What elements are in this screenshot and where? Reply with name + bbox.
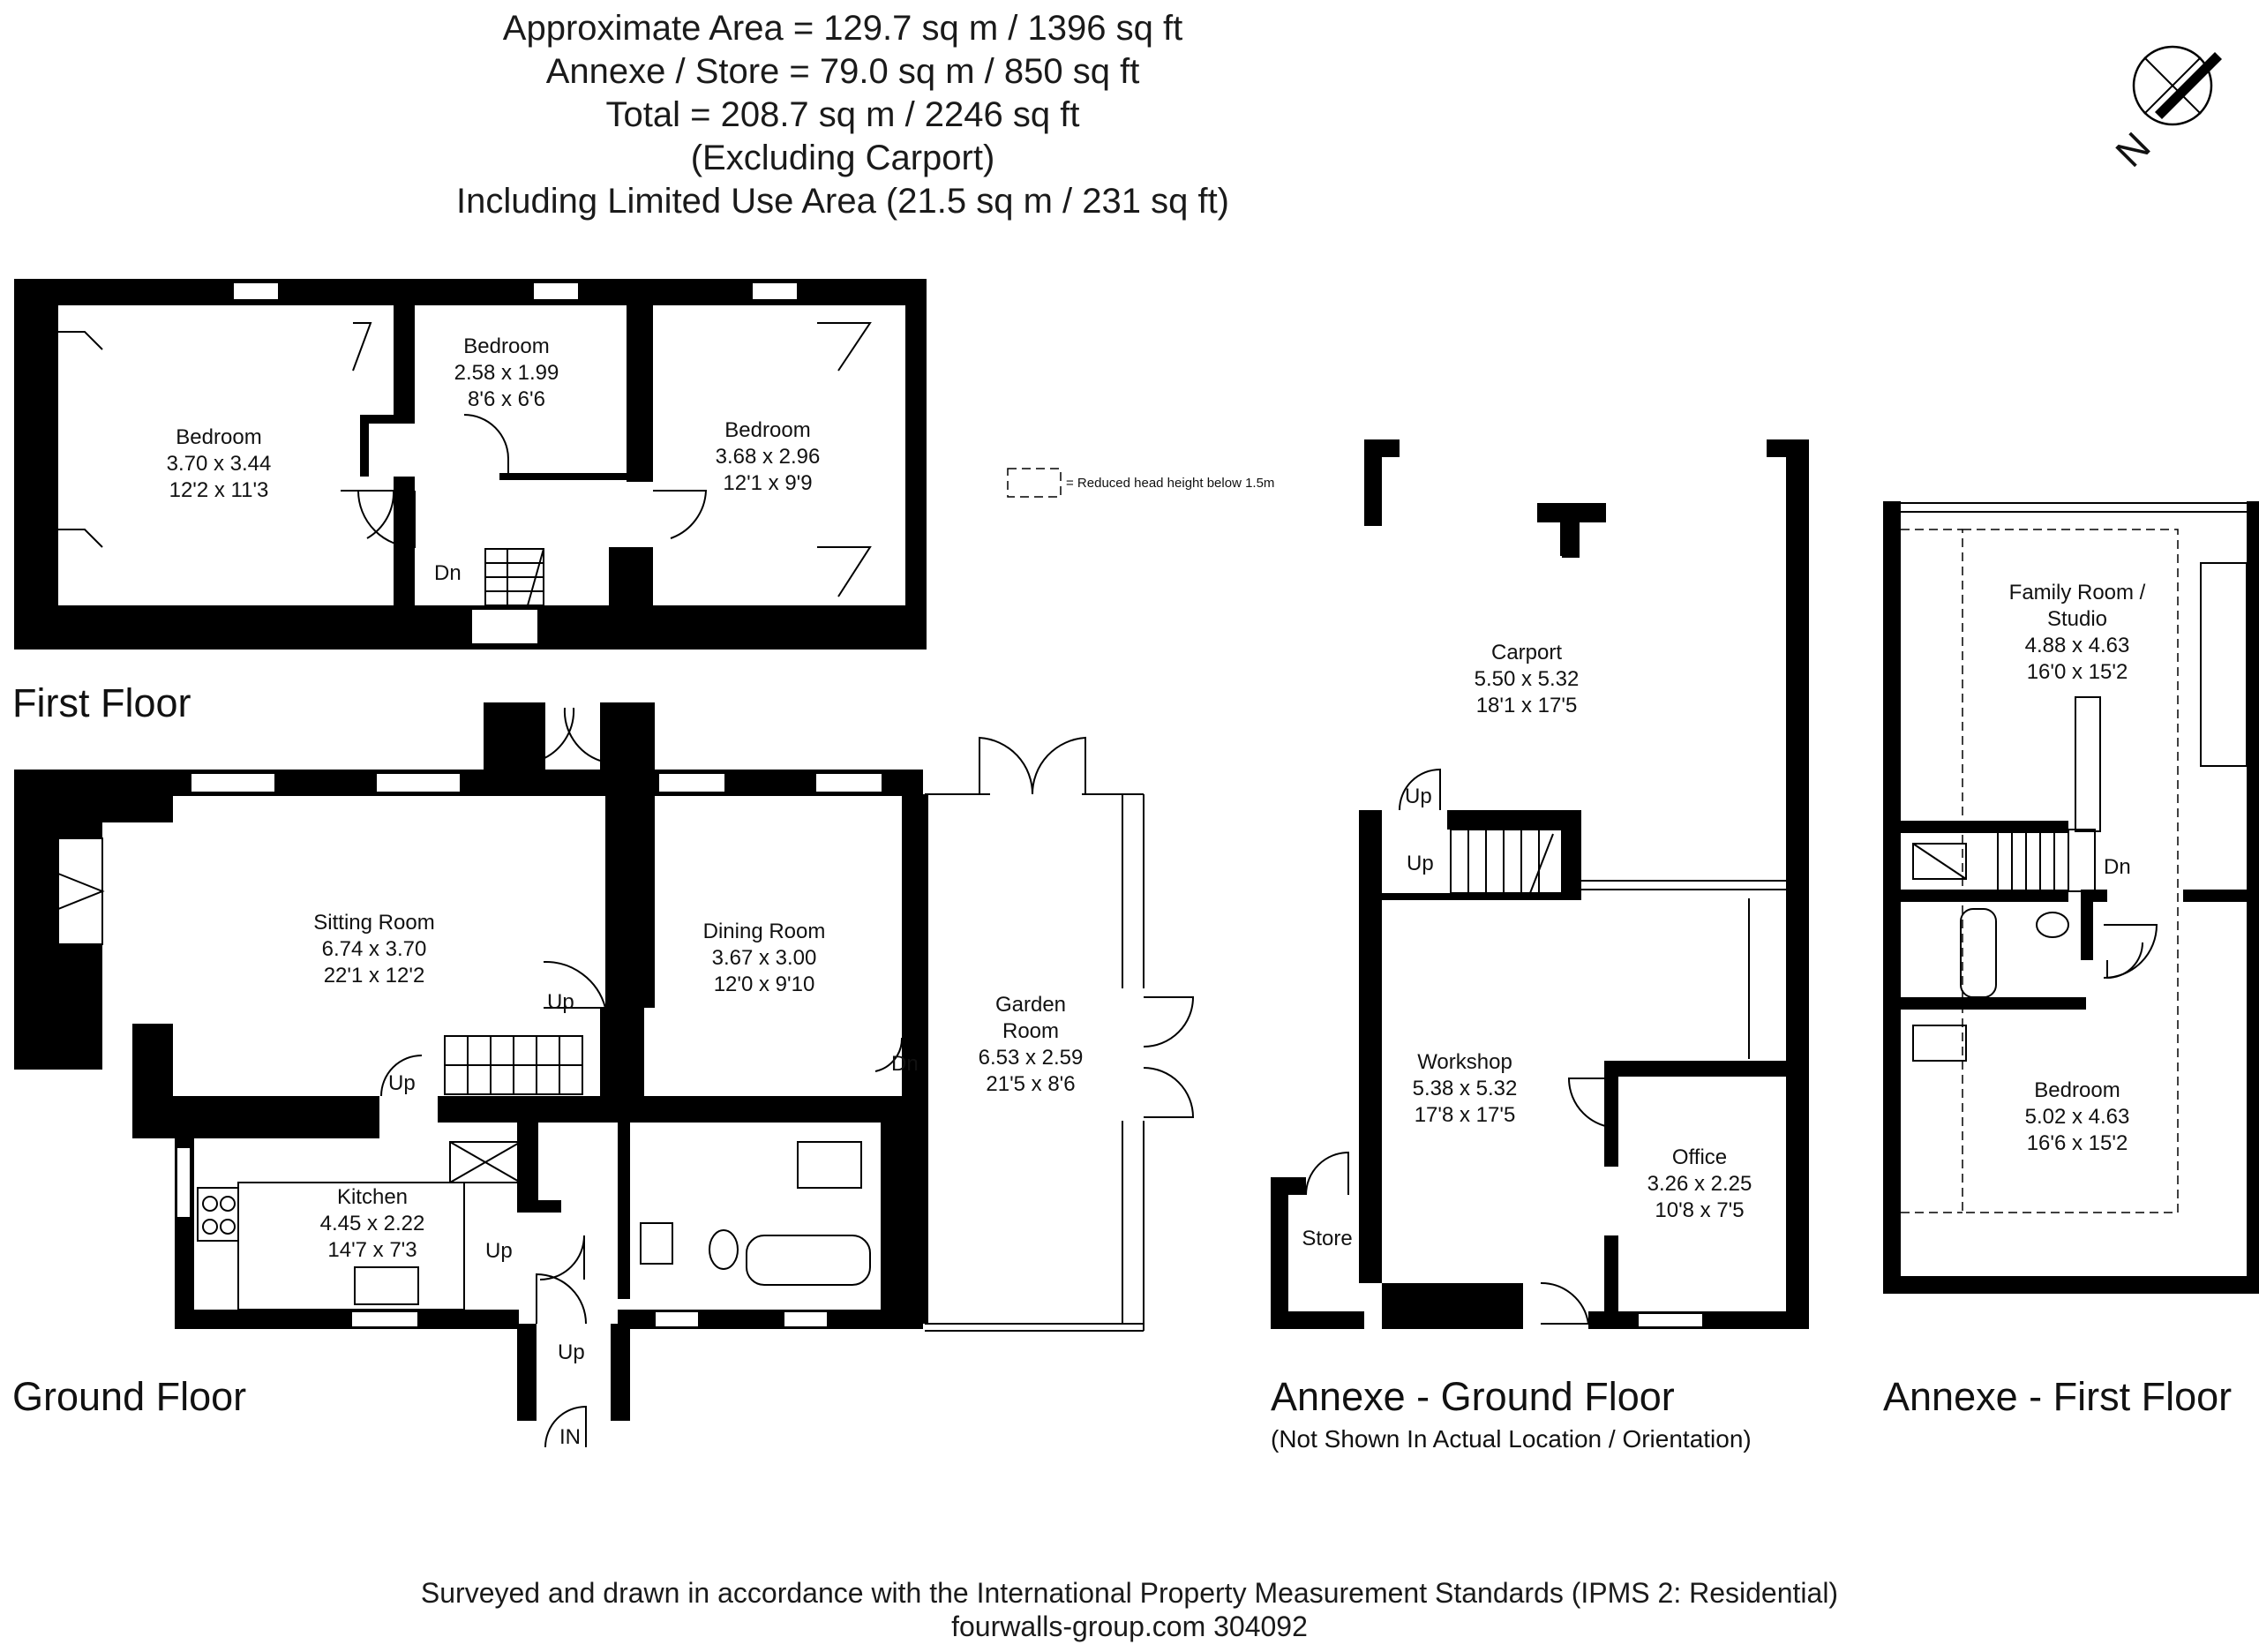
entrance-label: IN: [559, 1425, 581, 1449]
room-name: Bedroom: [2034, 1078, 2120, 1102]
room-size-metric: 5.02 x 4.63: [2025, 1105, 2130, 1129]
room-size-imperial: 8'6 x 6'6: [468, 387, 545, 411]
stair-label: Dn: [434, 561, 462, 585]
stair-label: Up: [1405, 785, 1432, 808]
room-size-imperial: 12'1 x 9'9: [723, 471, 812, 495]
compass-label: N: [2106, 124, 2158, 176]
annexe-orientation-note: (Not Shown In Actual Location / Orientat…: [1271, 1425, 1752, 1453]
legend: = Reduced head height below 1.5m: [1007, 468, 1274, 498]
stair-label: Up: [558, 1340, 585, 1364]
room-size-metric: 6.74 x 3.70: [322, 937, 427, 961]
stair-label: Dn: [891, 1052, 919, 1076]
room-size-metric: 5.38 x 5.32: [1413, 1077, 1518, 1100]
room-size-imperial: 18'1 x 17'5: [1476, 694, 1578, 717]
room-name: Workshop: [1417, 1050, 1512, 1074]
first-floor-plan: Dn Bedroom 3.70 x 3.44 12'2 x 11'3 Bedro…: [14, 279, 927, 650]
room-size-metric: 2.58 x 1.99: [454, 361, 559, 385]
room-size-metric: 4.88 x 4.63: [2025, 634, 2130, 657]
room-name: Store: [1302, 1227, 1352, 1250]
room-size-metric: 5.50 x 5.32: [1475, 667, 1580, 691]
room-size-metric: 3.70 x 3.44: [167, 452, 272, 476]
reference-code: fourwalls-group.com 304092: [951, 1611, 1308, 1642]
area-summary: Approximate Area = 129.7 sq m / 1396 sq …: [0, 7, 1685, 223]
room-name: Bedroom: [176, 425, 261, 449]
room-name: Room: [1002, 1019, 1059, 1043]
room-name: Carport: [1491, 641, 1562, 665]
room-name: Studio: [2047, 607, 2107, 631]
room-size-imperial: 17'8 x 17'5: [1415, 1103, 1516, 1127]
room-name: Garden: [995, 993, 1066, 1017]
area-line: Annexe / Store = 79.0 sq m / 850 sq ft: [545, 52, 1140, 91]
area-line: Approximate Area = 129.7 sq m / 1396 sq …: [502, 9, 1183, 48]
floor-label-ground: Ground Floor: [12, 1374, 246, 1419]
stair-label: Up: [388, 1071, 416, 1095]
room-size-imperial: 16'0 x 15'2: [2027, 660, 2128, 684]
room-size-imperial: 22'1 x 12'2: [324, 964, 425, 987]
stair-label: Up: [1407, 852, 1434, 875]
legend-text: = Reduced head height below 1.5m: [1066, 476, 1274, 491]
room-size-imperial: 21'5 x 8'6: [986, 1072, 1075, 1096]
room-name: Dining Room: [703, 920, 826, 943]
stair-label: Up: [547, 990, 574, 1014]
footer: Surveyed and drawn in accordance with th…: [0, 1576, 2259, 1643]
room-size-imperial: 14'7 x 7'3: [327, 1238, 417, 1262]
stair-label: Dn: [2104, 855, 2131, 879]
room-name: Office: [1672, 1145, 1727, 1169]
ipms-statement: Surveyed and drawn in accordance with th…: [420, 1577, 1839, 1609]
area-line: Total = 208.7 sq m / 2246 sq ft: [605, 95, 1080, 134]
ground-floor-plan: Sitting Room 6.74 x 3.70 22'1 x 12'2 Din…: [14, 702, 1195, 1449]
room-size-imperial: 12'2 x 11'3: [169, 478, 269, 502]
room-name: Bedroom: [463, 334, 549, 358]
room-name: Family Room /: [2009, 581, 2146, 604]
annexe-first-floor-plan: Family Room / Studio 4.88 x 4.63 16'0 x …: [1883, 501, 2259, 1294]
annexe-ground-floor-plan: Carport 5.50 x 5.32 18'1 x 17'5 Workshop…: [1271, 439, 1809, 1329]
stair-label: Up: [485, 1239, 513, 1263]
north-arrow-icon: N: [2106, 45, 2222, 176]
floor-label-first: First Floor: [12, 680, 191, 725]
room-size-metric: 3.67 x 3.00: [712, 946, 817, 970]
room-size-imperial: 12'0 x 9'10: [714, 972, 815, 996]
area-line: (Excluding Carport): [690, 139, 995, 177]
floor-label-annexe-first: Annexe - First Floor: [1883, 1374, 2232, 1419]
area-line: Including Limited Use Area (21.5 sq m / …: [456, 182, 1229, 221]
room-name: Bedroom: [724, 418, 810, 442]
floor-label-annexe-ground: Annexe - Ground Floor: [1271, 1374, 1675, 1419]
room-size-metric: 3.68 x 2.96: [716, 445, 821, 469]
room-size-metric: 6.53 x 2.59: [979, 1046, 1084, 1070]
room-size-metric: 3.26 x 2.25: [1647, 1172, 1752, 1196]
room-size-metric: 4.45 x 2.22: [320, 1212, 425, 1235]
room-name: Kitchen: [337, 1185, 408, 1209]
room-size-imperial: 16'6 x 15'2: [2027, 1131, 2128, 1155]
room-size-imperial: 10'8 x 7'5: [1655, 1198, 1744, 1222]
room-name: Sitting Room: [313, 911, 434, 935]
